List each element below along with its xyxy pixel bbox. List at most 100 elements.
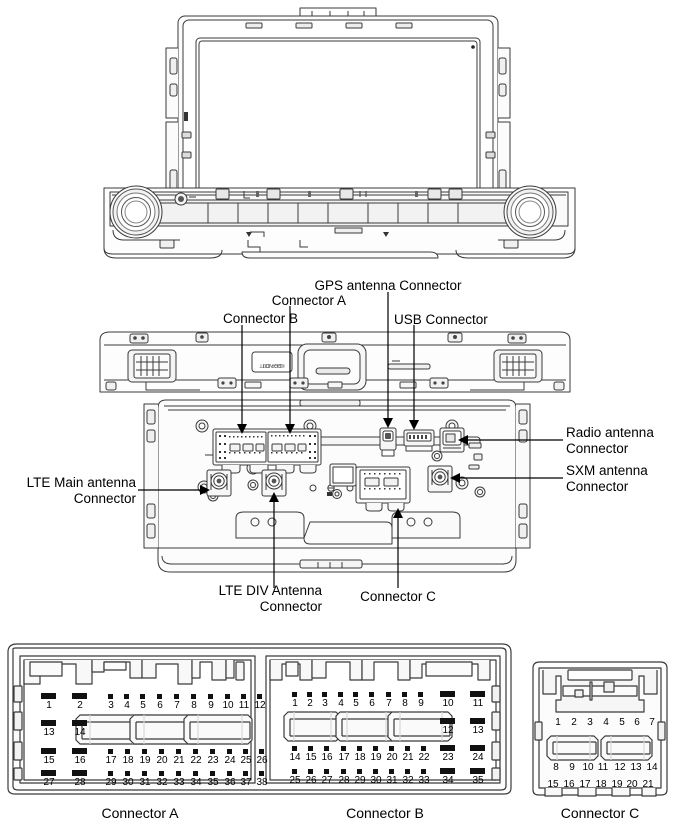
pin-number-b-27: 27 [321,775,333,786]
pin-number-b-30: 30 [370,775,382,786]
pin-number-b-12: 12 [442,725,454,736]
pin-mark-a-12 [257,694,262,699]
pin-mark-a-9 [208,694,213,699]
pin-mark-a-30 [125,771,130,776]
pin-number-b-10: 10 [442,698,454,709]
pin-mark-b-27 [324,769,329,774]
pin-number-b-34: 34 [442,775,454,786]
caption-connector-c: Connector C [560,805,640,821]
svg-text:KEEP OUT: KEEP OUT [259,362,284,368]
pin-number-b-6: 6 [369,698,375,709]
pin-mark-a-10 [225,694,230,699]
pin-number-a-27: 27 [43,777,55,788]
pin-number-a-11: 11 [238,700,250,711]
pin-number-a-33: 33 [173,777,185,788]
pin-number-a-36: 36 [224,777,236,788]
pin-mark-b-15 [308,746,313,751]
pin-number-a-8: 8 [191,700,197,711]
pin-number-a-2: 2 [77,700,83,711]
pin-number-b-3: 3 [322,698,328,709]
pin-number-c-11: 11 [597,762,609,773]
pin-number-c-5: 5 [619,717,625,728]
pin-mark-a-28 [72,770,87,776]
pin-number-b-29: 29 [354,775,366,786]
connector-b-body [265,655,501,784]
pin-mark-b-30 [373,769,378,774]
pin-number-b-1: 1 [292,698,298,709]
pin-mark-a-27 [41,770,56,776]
pin-number-a-20: 20 [156,755,168,766]
connector-a-slots [75,714,253,745]
callout-lte-div-antenna-connector: LTE DIV Antenna Connector [218,583,322,614]
pin-mark-a-32 [159,771,164,776]
pin-mark-b-10 [440,691,455,697]
rear-sxm-antenna-connector [427,465,453,493]
rear-connector-c [327,463,411,512]
pin-mark-a-7 [174,694,179,699]
pin-number-c-3: 3 [587,717,593,728]
pin-number-c-4: 4 [603,717,609,728]
callout-connector-c: Connector C [360,589,436,604]
svg-text:DO NOT: DO NOT [262,362,281,368]
pin-number-b-26: 26 [305,775,317,786]
pin-number-a-19: 19 [139,755,151,766]
pin-mark-a-36 [227,771,232,776]
pin-number-b-16: 16 [321,752,333,763]
pin-number-c-17: 17 [579,779,591,790]
pin-number-c-7: 7 [649,717,655,728]
pin-number-a-24: 24 [224,755,236,766]
pin-number-b-19: 19 [370,752,382,763]
reset-pinhole [174,192,196,206]
pin-number-a-26: 26 [256,755,268,766]
rear-usb-connector [403,429,435,452]
pin-number-b-9: 9 [418,698,424,709]
pin-number-c-14: 14 [646,762,658,773]
pin-mark-a-11 [241,694,246,699]
pin-number-b-17: 17 [338,752,350,763]
pin-mark-a-14 [72,720,87,726]
callout-connector-a: Connector A [271,293,346,308]
pin-number-b-13: 13 [472,725,484,736]
pin-mark-a-18 [125,749,130,754]
pin-mark-b-1 [292,692,297,697]
pin-mark-a-2 [72,693,87,699]
pin-number-b-23: 23 [442,752,454,763]
callout-sxm-antenna-connector: SXM antenna Connector [566,463,648,494]
pin-number-a-7: 7 [174,700,180,711]
pin-mark-b-2 [307,692,312,697]
pin-mark-b-21 [405,746,410,751]
caption-connector-a: Connector A [101,805,179,821]
pin-mark-b-20 [389,746,394,751]
pin-number-c-15: 15 [547,779,559,790]
pin-number-b-11: 11 [472,698,484,709]
pin-number-a-18: 18 [122,755,134,766]
pin-mark-a-22 [193,749,198,754]
pin-number-a-1: 1 [46,700,52,711]
display-bezel [177,7,499,241]
pin-number-a-5: 5 [140,700,146,711]
pin-number-a-15: 15 [43,755,55,766]
rear-gps-connector [379,427,397,457]
callout-radio-antenna-connector: Radio antenna Connector [566,425,654,456]
connector-c-body [532,661,668,797]
pin-number-a-22: 22 [190,755,202,766]
pin-number-a-14: 14 [74,727,86,738]
rear-connector-ab-block [212,428,322,474]
pin-mark-b-33 [421,769,426,774]
pin-mark-b-13 [470,718,485,724]
rear-radio-antenna-connector [439,427,465,453]
pin-number-c-20: 20 [626,779,638,790]
pin-mark-a-16 [72,748,87,754]
pin-number-c-6: 6 [634,717,640,728]
pin-number-a-38: 38 [256,777,268,788]
pin-mark-a-20 [159,749,164,754]
pin-number-a-29: 29 [105,777,117,788]
pin-number-c-13: 13 [630,762,642,773]
pin-number-a-37: 37 [240,777,252,788]
pin-number-b-4: 4 [338,698,344,709]
pin-mark-b-9 [418,692,423,697]
pin-number-b-18: 18 [354,752,366,763]
pin-mark-b-26 [308,769,313,774]
pin-mark-b-8 [402,692,407,697]
